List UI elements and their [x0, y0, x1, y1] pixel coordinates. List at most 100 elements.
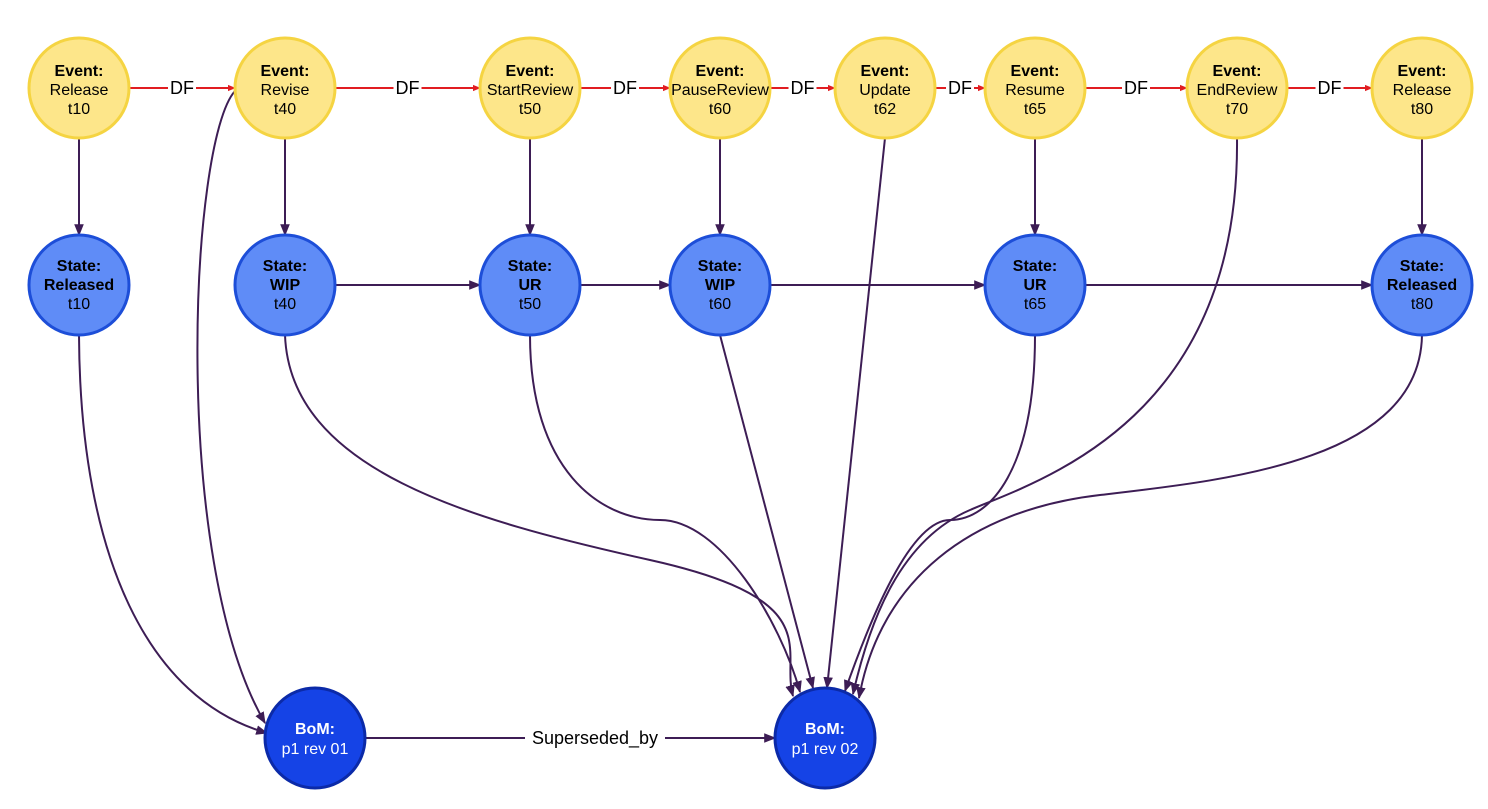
state-time: t60 — [709, 296, 731, 313]
bom-node-2[interactable]: BoM:p1 rev 02 — [773, 686, 877, 790]
state-value: Released — [1387, 277, 1457, 294]
superseded-label: Superseded_by — [532, 728, 658, 749]
state-node-t50-circle — [478, 233, 582, 337]
state-value: UR — [518, 277, 542, 294]
event-title: Event: — [861, 63, 910, 80]
superseded-label-bg — [525, 726, 665, 748]
df-label-bg — [393, 77, 422, 97]
event-time: t65 — [1024, 101, 1046, 118]
edges-layer — [74, 84, 1427, 743]
node-bom-edge — [823, 137, 886, 690]
node-bom-edge — [284, 334, 795, 698]
bom-node-2-circle — [773, 686, 877, 790]
node-bom-edge — [856, 334, 1423, 700]
event-node-t80-circle — [1370, 36, 1474, 140]
event-title: Event: — [1398, 63, 1447, 80]
bom-value: p1 rev 02 — [792, 741, 859, 758]
bom-value: p1 rev 01 — [282, 741, 349, 758]
event-node-t60-circle — [668, 36, 772, 140]
bom-node-1[interactable]: BoM: p1 rev 01 — [263, 686, 367, 790]
event-bom-edge — [196, 90, 266, 725]
event-time: t70 — [1226, 101, 1248, 118]
event-node-t70-circle — [1185, 36, 1289, 140]
state-node-t60-circle — [668, 233, 772, 337]
event-node-t70[interactable]: Event: EndReview t70 — [1185, 36, 1289, 140]
state-time: t65 — [1024, 296, 1046, 313]
state-node-t40[interactable]: State: WIP t40 — [233, 233, 337, 337]
df-label-bg — [788, 77, 817, 97]
event-activity: PauseReview — [671, 82, 769, 99]
event-title: Event: — [1011, 63, 1060, 80]
event-time: t80 — [1411, 101, 1433, 118]
df-label: DF — [1318, 78, 1342, 98]
df-label-bg — [1122, 77, 1150, 97]
state-time: t10 — [68, 296, 90, 313]
df-label: DF — [613, 78, 637, 98]
event-node-t80[interactable]: Event: Release t80 — [1370, 36, 1474, 140]
event-title: Event: — [261, 63, 310, 80]
state-node-t80-circle — [1370, 233, 1474, 337]
df-label-bg — [168, 77, 196, 97]
event-activity: Release — [1393, 82, 1452, 99]
state-title: State: — [508, 258, 552, 275]
state-time: t80 — [1411, 296, 1433, 313]
df-label-bg — [946, 77, 974, 97]
event-activity: Release — [50, 82, 109, 99]
event-activity: Update — [859, 82, 911, 99]
df-label: DF — [396, 78, 420, 98]
df-label-bg — [611, 77, 639, 97]
event-title: Event: — [1213, 63, 1262, 80]
state-node-t65-circle — [983, 233, 1087, 337]
node-bom-edge — [719, 334, 815, 690]
state-value: UR — [1023, 277, 1047, 294]
state-node-t80[interactable]: State: Released t80 — [1370, 233, 1474, 337]
state-value: Released — [44, 277, 114, 294]
bom-node-1-circle — [263, 686, 367, 790]
state-node-t50[interactable]: State: UR t50 — [478, 233, 582, 337]
node-bom-edge — [844, 334, 1036, 693]
event-activity: Resume — [1005, 82, 1065, 99]
state-value: WIP — [270, 277, 301, 294]
df-label: DF — [791, 78, 815, 98]
event-activity: Revise — [261, 82, 310, 99]
df-label: DF — [170, 78, 194, 98]
event-node-t40[interactable]: Event: Revise t40 — [233, 36, 337, 140]
event-time: t40 — [274, 101, 296, 118]
state-node-t10[interactable]: State: Released t10 — [27, 233, 131, 337]
event-title: Event: — [696, 63, 745, 80]
state-node-t60[interactable]: State: WIP t60 — [668, 233, 772, 337]
state-title: State: — [1013, 258, 1057, 275]
event-time: t62 — [874, 101, 896, 118]
event-node-t50-circle — [478, 36, 582, 140]
state-node-t65[interactable]: State: UR t65 — [983, 233, 1087, 337]
event-node-t10-circle — [27, 36, 131, 140]
state-title: State: — [57, 258, 101, 275]
event-node-t40-circle — [233, 36, 337, 140]
bom-title: BoM: — [295, 721, 335, 738]
event-activity: EndReview — [1197, 82, 1278, 99]
df-label-bg — [1315, 77, 1344, 97]
state-title: State: — [263, 258, 307, 275]
event-activity: StartReview — [487, 82, 574, 99]
event-node-t65-circle — [983, 36, 1087, 140]
state-bom-edge — [78, 334, 269, 735]
state-node-t10-circle — [27, 233, 131, 337]
state-time: t40 — [274, 296, 296, 313]
state-time: t50 — [519, 296, 541, 313]
state-node-t40-circle — [233, 233, 337, 337]
event-time: t10 — [68, 101, 90, 118]
event-node-t62-circle — [833, 36, 937, 140]
state-title: State: — [1400, 258, 1444, 275]
event-node-t62[interactable]: Event: Update t62 — [833, 36, 937, 140]
state-value: WIP — [705, 277, 736, 294]
df-label: DF — [948, 78, 972, 98]
event-node-t65[interactable]: Event: Resume t65 — [983, 36, 1087, 140]
state-title: State: — [698, 258, 742, 275]
event-title: Event: — [506, 63, 555, 80]
